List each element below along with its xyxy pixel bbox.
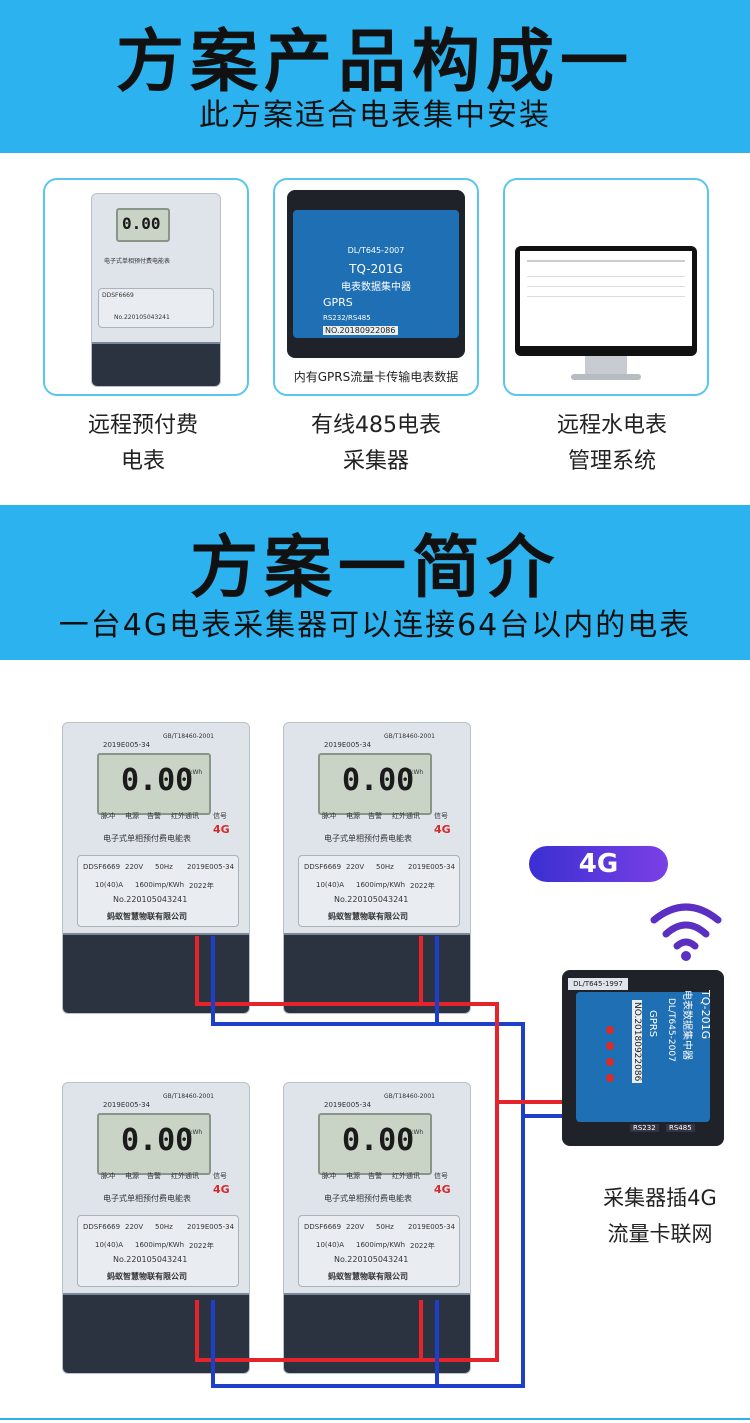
product-card-system	[503, 178, 709, 396]
product-caption-system: 远程水电表 管理系统	[556, 413, 667, 474]
product-caption-meter: 远程预付费 电表	[87, 413, 198, 474]
section-subtitle: 一台4G电表采集器可以连接64台以内的电表	[58, 608, 692, 643]
concentrator-image: DL/T645-2007 TQ-201G 电表数据集中器 GPRS RS232/…	[287, 190, 465, 358]
section-title: 方案一简介	[189, 529, 560, 608]
product-caption-concentrator: 有线485电表 采集器	[311, 413, 441, 474]
collector-caption: 采集器插4G 流量卡联网	[603, 1186, 717, 1246]
4g-badge: 4G	[529, 846, 668, 882]
page-subtitle: 此方案适合电表集中安装	[199, 98, 551, 133]
product-card-concentrator: DL/T645-2007 TQ-201G 电表数据集中器 GPRS RS232/…	[273, 178, 479, 396]
product-card-meter: 0.00 电子式单相预付费电能表 DDSF6669 No.22010504324…	[43, 178, 249, 396]
section-band	[0, 505, 750, 660]
concentrator-note: 内有GPRS流量卡传输电表数据	[293, 370, 459, 384]
monitor-image	[515, 246, 697, 356]
bottom-rule	[0, 1418, 750, 1420]
wifi-icon	[650, 903, 722, 961]
header-band	[0, 0, 750, 153]
collector-device: DL/T645-1997 TQ-201G 电表数据集中器 DL/T645-200…	[562, 970, 724, 1146]
prepaid-meter-image: 0.00 电子式单相预付费电能表 DDSF6669 No.22010504324…	[91, 193, 221, 387]
page-title: 方案产品构成一	[115, 23, 634, 102]
